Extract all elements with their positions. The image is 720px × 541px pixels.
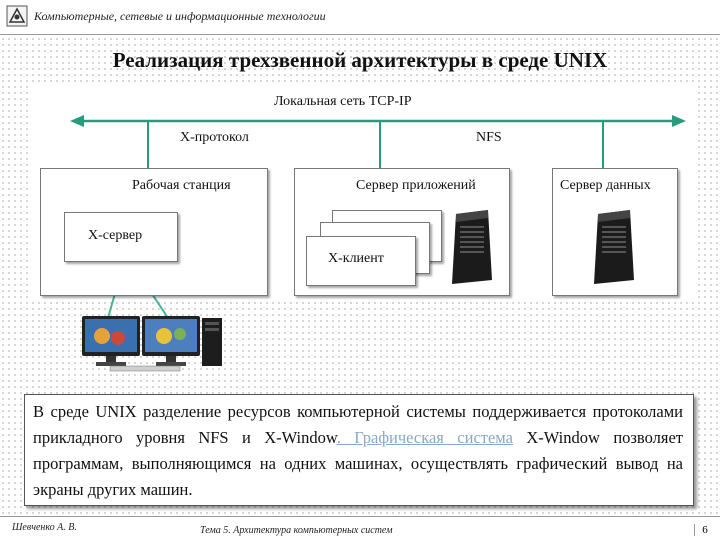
x-server-label: Х-сервер — [88, 228, 143, 243]
header-bar — [0, 0, 720, 35]
footer-topic: Тема 5. Архитектура компьютерных систем — [200, 525, 393, 536]
info-text-part1: В среде UNIX разделение ресурсов компьют… — [33, 402, 683, 447]
info-text: В среде UNIX разделение ресурсов компьют… — [33, 399, 683, 503]
footer-author: Шевченко А. В. — [12, 522, 77, 533]
page-number: 6 — [694, 524, 715, 536]
data-server-tower-icon — [592, 210, 636, 289]
workstation-label: Рабочая станция — [132, 178, 231, 193]
x-server-box — [64, 212, 178, 262]
network-line — [70, 115, 686, 127]
app-server-label: Сервер приложений — [356, 178, 476, 193]
nfs-label: NFS — [476, 130, 502, 145]
x-client-box — [306, 236, 416, 286]
info-text-part2: X-Window позволяет программам, выполняющ… — [33, 428, 683, 499]
footer-bar — [0, 516, 720, 541]
workstation-computer-icon — [80, 314, 226, 377]
network-label: Локальная сеть TCP-IP — [274, 94, 412, 109]
info-box: В среде UNIX разделение ресурсов компьют… — [24, 394, 694, 506]
app-server-tower-icon — [450, 210, 494, 289]
x-client-label: Х-клиент — [328, 251, 384, 266]
x-protocol-label: Х-протокол — [180, 130, 249, 145]
slide-title: Реализация трехзвенной архитектуры в сре… — [112, 48, 608, 72]
header-title: Компьютерные, сетевые и информационные т… — [34, 9, 326, 23]
data-server-label: Сервер данных — [560, 178, 651, 193]
logo-icon — [6, 4, 28, 28]
info-link[interactable]: . Графическая система — [336, 428, 513, 447]
